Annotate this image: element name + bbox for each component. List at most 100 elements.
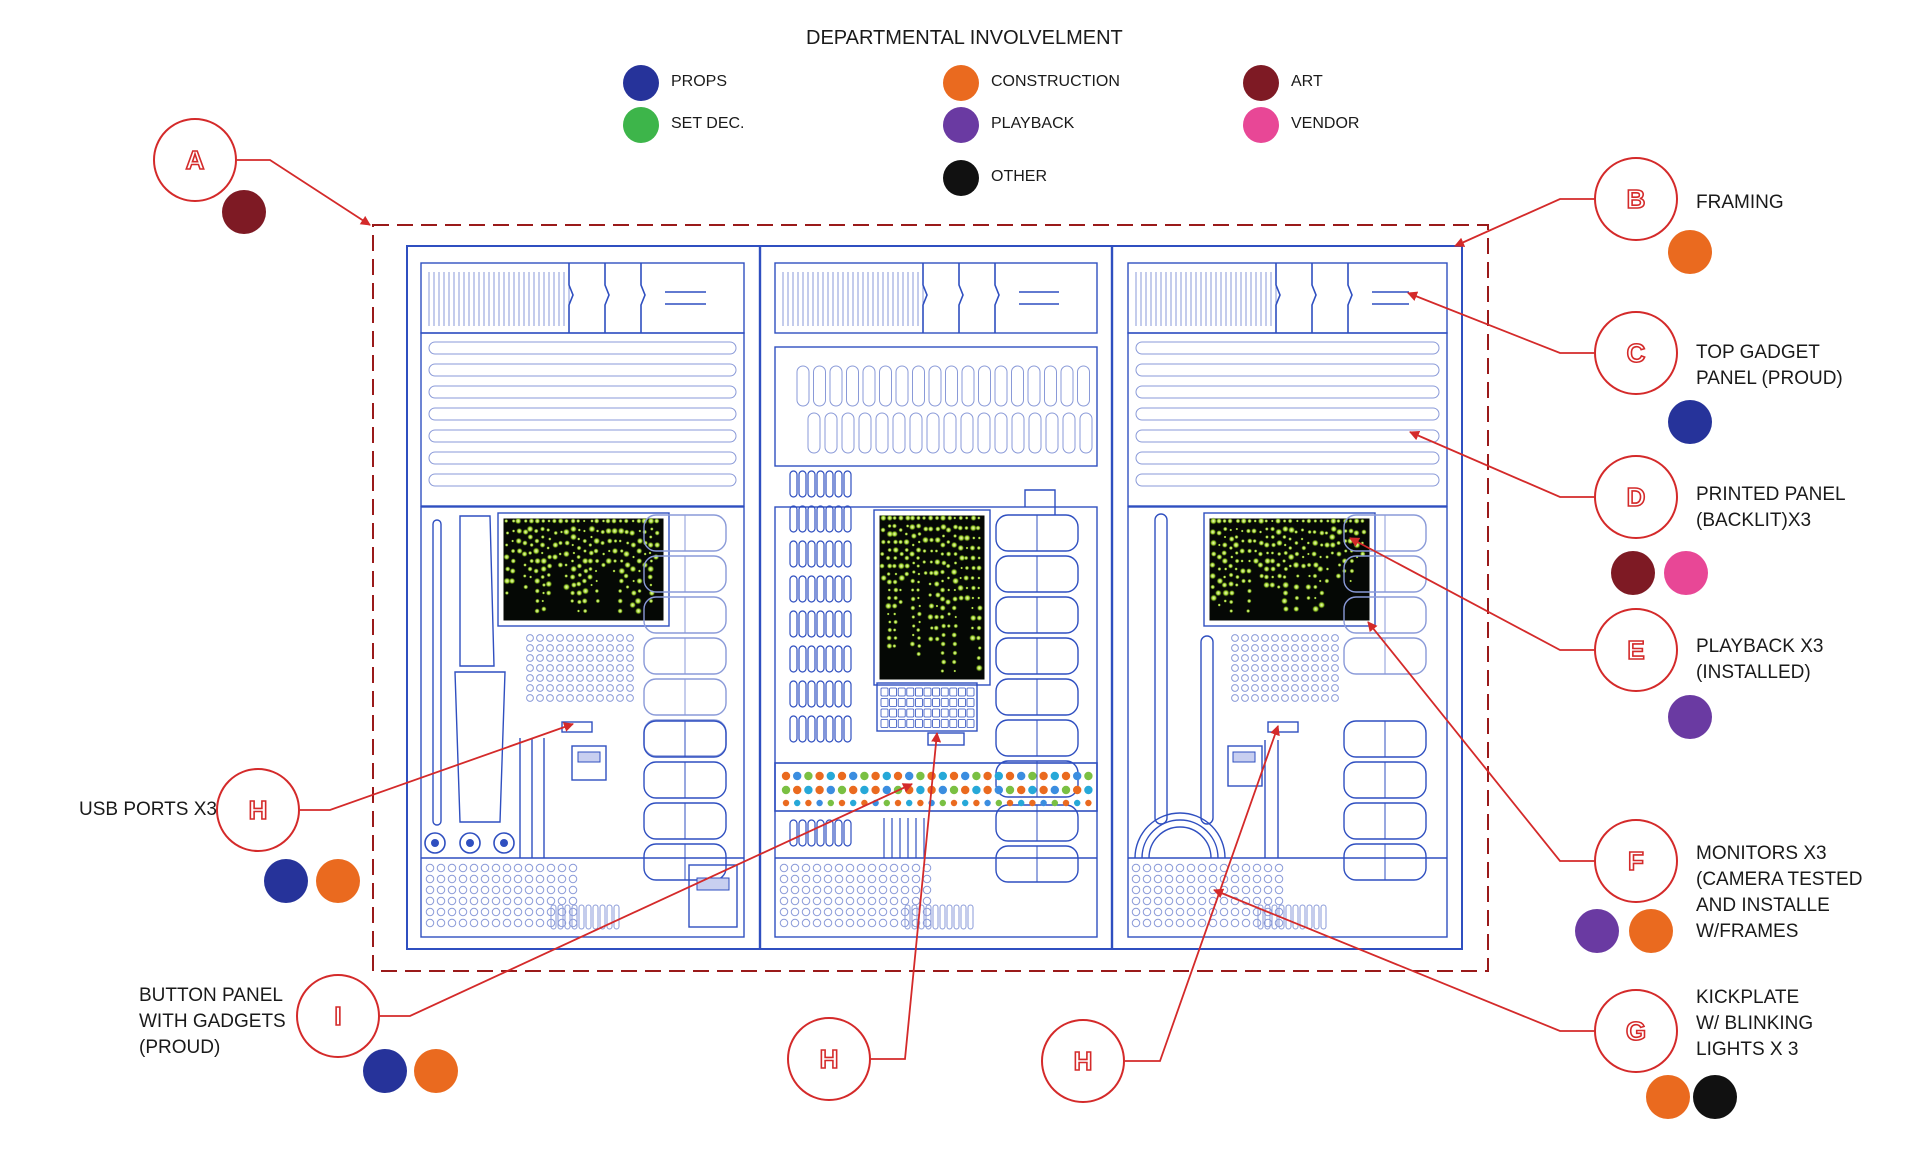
matrix-glow-dot: [922, 559, 927, 565]
matrix-glow-dot: [613, 538, 618, 544]
matrix-glow-dot: [1270, 519, 1274, 523]
matrix-glow-dot: [527, 566, 533, 572]
grid-hole: [856, 896, 866, 906]
grid-hole: [1231, 694, 1239, 702]
matrix-glow-dot: [969, 524, 977, 532]
matrix-glow-dot: [1330, 517, 1337, 525]
grid-hole: [867, 874, 877, 884]
matrix-glow-dot: [508, 577, 516, 585]
matrix-glow-dot: [617, 608, 623, 614]
matrix-glow-dot: [1269, 558, 1276, 564]
matrix-glow-dot: [965, 586, 969, 590]
callout-leader-line: [300, 722, 574, 811]
grid-hole: [790, 885, 800, 895]
grid-hole: [1331, 654, 1339, 662]
grid-hole: [900, 896, 910, 906]
matrix-glow-dot: [904, 571, 910, 577]
matrix-glow-dot: [534, 518, 541, 524]
matrix-glow-dot: [940, 669, 945, 673]
matrix-glow-dot: [637, 588, 642, 594]
matrix-glow-dot: [1294, 530, 1299, 534]
legend-label: SET DEC.: [671, 115, 745, 132]
matrix-glow-dot: [576, 589, 583, 597]
matrix-glow-dot: [1222, 589, 1230, 597]
grid-hole: [1230, 874, 1240, 884]
matrix-glow-dot: [941, 623, 947, 629]
grid-hole: [1281, 684, 1289, 692]
pill-slot: [1011, 412, 1025, 454]
grid-hole: [790, 874, 800, 884]
matrix-glow-dot: [602, 552, 606, 556]
matrix-glow-dot: [972, 536, 976, 540]
grid-hole: [616, 694, 624, 702]
key: [958, 687, 966, 697]
gadget-light: [827, 799, 834, 807]
matrix-glow-dot: [653, 541, 661, 549]
matrix-glow-dot: [510, 558, 517, 564]
grid-hole: [1219, 907, 1229, 917]
matrix-glow-dot: [539, 542, 546, 548]
matrix-glow-dot: [893, 595, 899, 601]
matrix-glow-dot: [647, 565, 655, 573]
matrix-glow-dot: [1216, 553, 1223, 561]
grille-slot: [789, 715, 798, 743]
matrix-glow-dot: [577, 572, 583, 578]
matrix-glow-dot: [976, 565, 983, 571]
grid-hole: [823, 918, 833, 928]
matrix-glow-dot: [1270, 566, 1277, 572]
matrix-glow-dot: [1251, 528, 1257, 534]
grid-hole: [616, 674, 624, 682]
matrix-glow-dot: [939, 514, 947, 522]
kickplate-slot: [925, 904, 932, 930]
matrix-glow-dot: [1295, 519, 1299, 523]
grid-hole: [436, 863, 446, 873]
panel-strip: [428, 385, 737, 399]
callout-circle: [1594, 608, 1678, 692]
grid-hole: [436, 885, 446, 895]
grid-hole: [606, 694, 614, 702]
vertical-slot-left: [568, 263, 574, 333]
grille-slot: [834, 610, 843, 638]
matrix-glow-dot: [940, 551, 945, 557]
matrix-glow-dot: [1247, 548, 1253, 554]
matrix-glow-dot: [611, 518, 617, 524]
matrix-glow-dot: [1276, 584, 1281, 590]
matrix-glow-dot: [1264, 527, 1269, 531]
matrix-glow-dot: [1287, 553, 1295, 561]
props-department-dot: [363, 1049, 407, 1093]
matrix-glow-dot: [503, 577, 511, 585]
pill-slot: [879, 365, 892, 407]
monitor-bezel: [1203, 512, 1376, 627]
matrix-glow-dot: [1312, 573, 1318, 579]
key: [966, 687, 975, 697]
callout-letter: H: [820, 1044, 839, 1074]
matrix-glow-dot: [522, 574, 527, 578]
matrix-glow-dot: [917, 531, 922, 537]
matrix-glow-dot: [547, 519, 551, 523]
matrix-glow-dot: [905, 524, 910, 528]
matrix-glow-dot: [891, 563, 898, 569]
matrix-glow-dot: [879, 563, 885, 569]
matrix-glow-dot: [1217, 543, 1221, 547]
grid-hole: [469, 874, 479, 884]
kickplate-slot: [613, 904, 620, 930]
matrix-glow-dot: [511, 519, 516, 523]
matrix-glow-dot: [885, 555, 891, 561]
matrix-glow-dot: [928, 570, 934, 576]
matrix-glow-dot: [971, 565, 977, 571]
matrix-glow-dot: [887, 547, 892, 553]
callout-h2: H: [787, 732, 942, 1101]
grille-slot: [816, 645, 825, 673]
matrix-glow-dot: [570, 598, 575, 604]
grille-slot: [789, 505, 798, 533]
matrix-glow-dot: [892, 579, 898, 585]
matrix-glow-dot: [564, 540, 571, 546]
callout-circle: [1594, 989, 1678, 1073]
pill-slot: [961, 365, 975, 407]
grid-hole: [1131, 863, 1141, 873]
grid-hole: [546, 644, 554, 652]
matrix-glow-dot: [540, 574, 546, 580]
gadget-light: [871, 771, 880, 781]
speaker-grid: [526, 634, 634, 702]
grid-hole: [566, 634, 574, 642]
